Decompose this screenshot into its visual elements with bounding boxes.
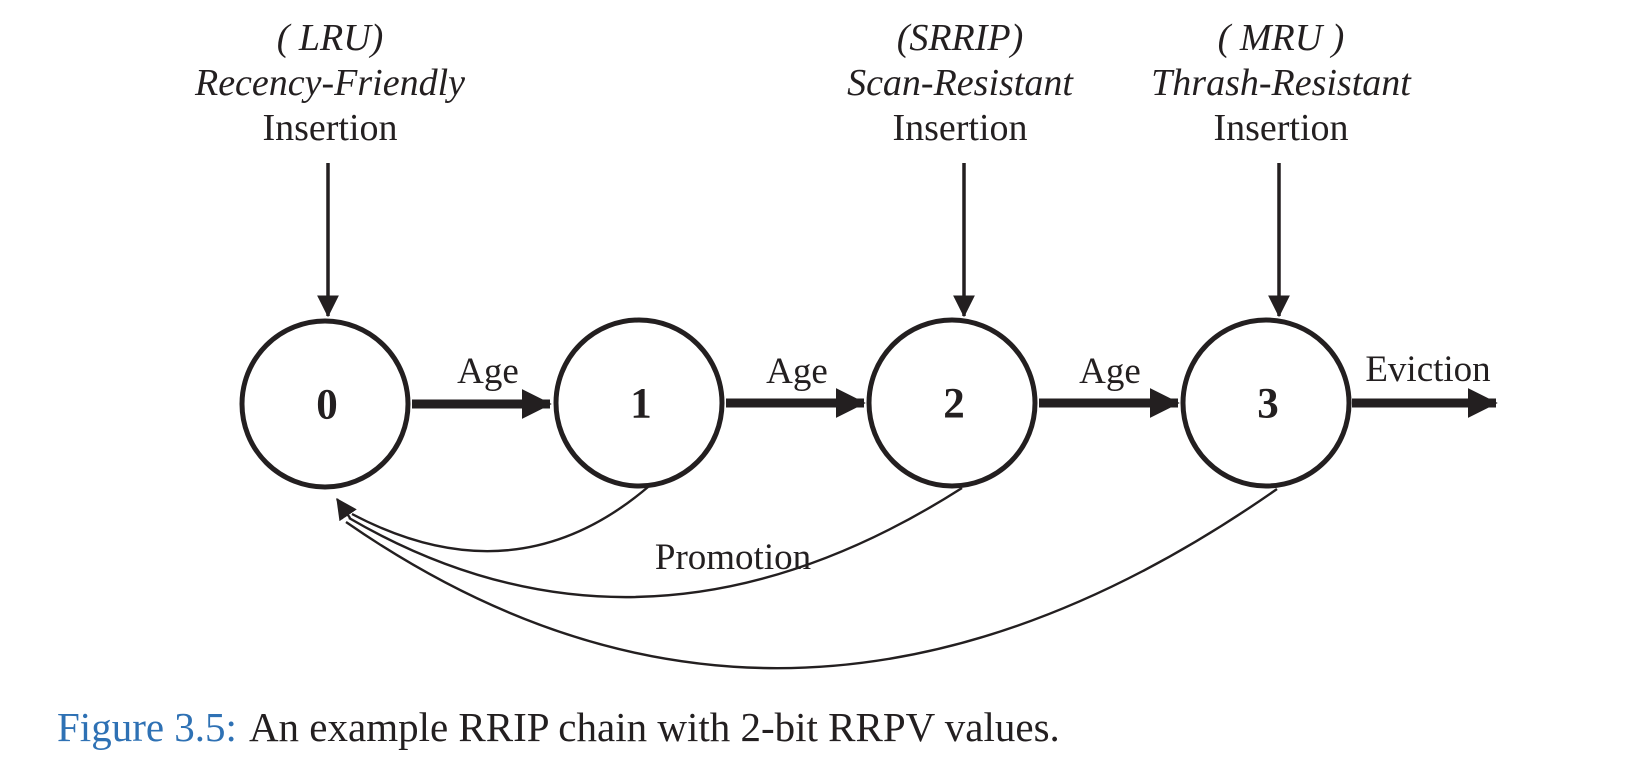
node-value-2: 2 <box>943 380 965 428</box>
insertion-label-mru: ( MRU ) Thrash-Resistant Insertion <box>1151 16 1411 151</box>
insertion-label-srrip: (SRRIP) Scan-Resistant Insertion <box>847 16 1073 151</box>
promotion-curve-from-2 <box>348 486 963 599</box>
policy-name: Thrash-Resistant <box>1151 62 1411 104</box>
policy-action: Insertion <box>1213 107 1349 149</box>
figure-caption: Figure 3.5:An example RRIP chain with 2-… <box>57 703 1060 752</box>
figure-caption-label: Figure 3.5: <box>57 704 237 750</box>
age-label-1-2: Age <box>766 351 828 392</box>
state-node-0 <box>239 318 411 490</box>
node-value-1: 1 <box>630 380 652 428</box>
state-node-3 <box>1180 317 1352 489</box>
figure-caption-text: An example RRIP chain with 2-bit RRPV va… <box>248 704 1060 750</box>
insertion-label-lru: ( LRU) Recency-Friendly Insertion <box>195 16 465 151</box>
eviction-label: Eviction <box>1365 349 1491 390</box>
policy-action: Insertion <box>892 107 1028 149</box>
node-value-0: 0 <box>316 381 338 429</box>
policy-tag: ( MRU ) <box>1217 17 1345 59</box>
promotion-curve-from-1 <box>351 486 649 553</box>
policy-name: Scan-Resistant <box>847 62 1073 104</box>
node-value-3: 3 <box>1257 380 1279 428</box>
age-label-0-1: Age <box>457 351 519 392</box>
promotion-arrowhead <box>336 497 357 522</box>
policy-tag: (SRRIP) <box>896 17 1024 59</box>
state-node-2 <box>866 317 1038 489</box>
policy-tag: ( LRU) <box>276 17 384 59</box>
policy-action: Insertion <box>262 107 398 149</box>
policy-name: Recency-Friendly <box>194 62 466 104</box>
age-label-2-3: Age <box>1079 351 1141 392</box>
promotion-curve-from-3 <box>345 488 1278 670</box>
state-node-1 <box>553 317 725 489</box>
promotion-label: Promotion <box>654 537 812 578</box>
